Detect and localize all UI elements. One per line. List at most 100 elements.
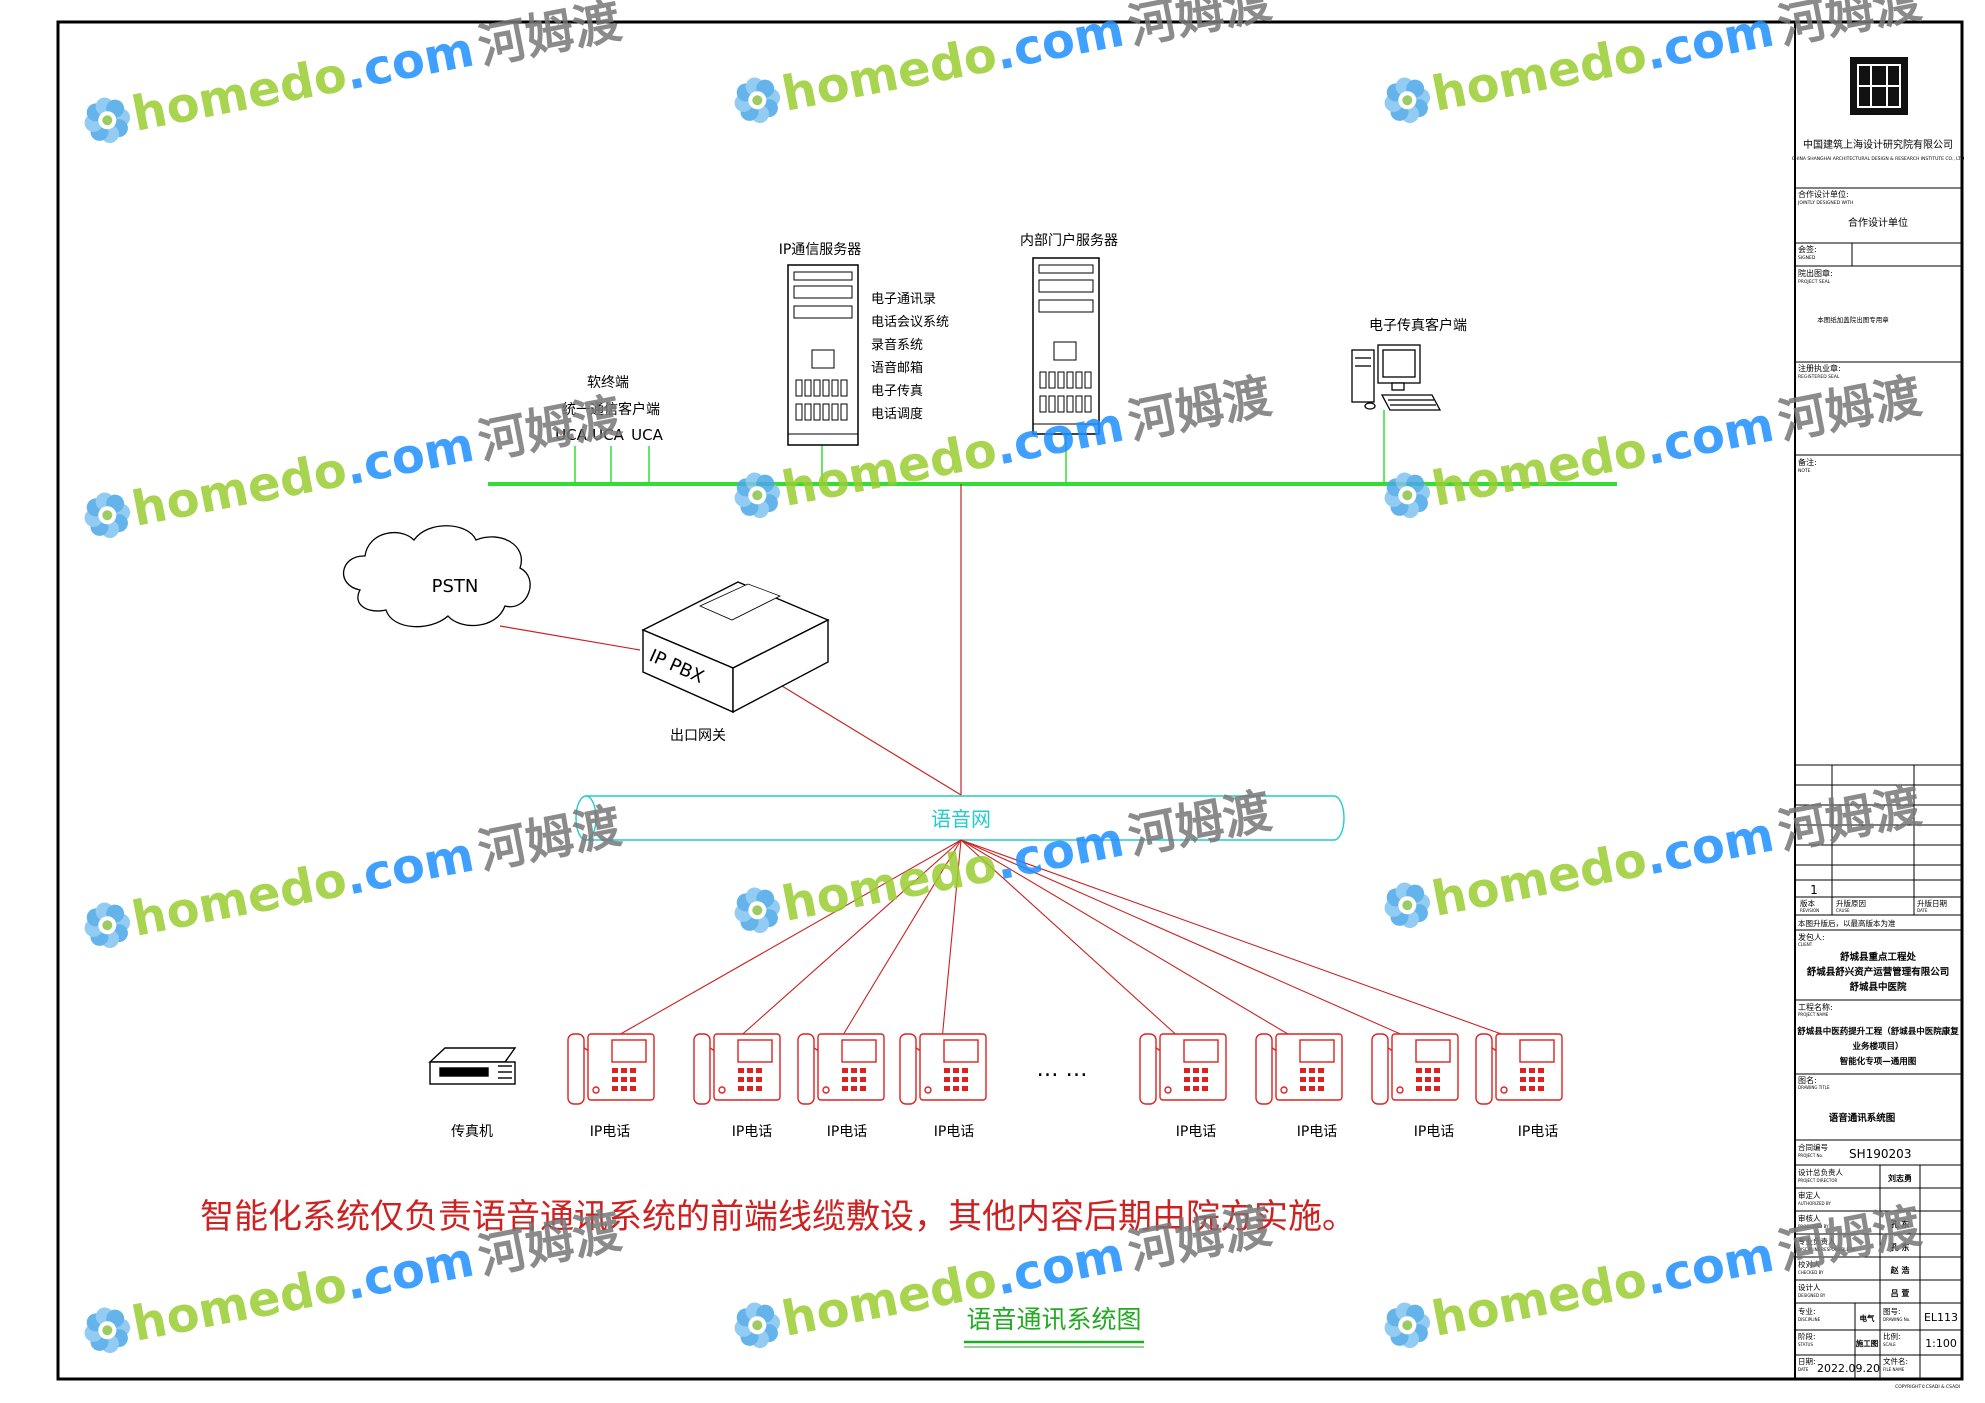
flower-logo-icon <box>1384 77 1431 123</box>
watermark-overlay: homedo.com河姆渡 homedo.com河姆渡 homedo.com河姆渡 h… <box>84 0 1926 1353</box>
uca-label-1: UCA <box>555 426 587 444</box>
phone-label: IP电话 <box>1297 1124 1338 1140</box>
uca-label-3: UCA <box>631 426 663 444</box>
pstn-to-pbx-link <box>499 625 641 651</box>
revision-note: 本图升版后，以最高版本为准 <box>1798 918 1896 928</box>
watermark-text: homedo.com河姆渡 <box>1427 368 1925 518</box>
project-line: 业务楼项目） <box>1852 1041 1903 1052</box>
voice-network-label: 语音网 <box>931 807 991 831</box>
flower-logo-icon <box>1384 472 1431 518</box>
fax-client-computer-icon <box>1351 344 1442 411</box>
role-label: 设计总负责人 <box>1798 1167 1843 1177</box>
project-no-label: 合同编号 <box>1798 1142 1828 1152</box>
jointly-value: 合作设计单位 <box>1848 216 1908 229</box>
role-en: AUTHORIZED BY <box>1798 1201 1831 1206</box>
homedo-watermark: homedo.com河姆渡 <box>1384 778 1926 928</box>
project-seal-label: 院出图章: <box>1798 268 1833 278</box>
role-label: 校对人 <box>1798 1259 1821 1269</box>
phones-ellipsis: … … <box>1037 1057 1088 1082</box>
pbx-caption: 出口网关 <box>670 728 726 744</box>
cause-en: CAUSE <box>1836 908 1850 913</box>
ip-server-function-list: 电子通讯录 电话会议系统 录音系统 语音邮箱 电子传真 电话调度 <box>871 292 949 422</box>
copyright-text: COPYRIGHT©CSADI & CSADI <box>1895 1383 1960 1390</box>
date-label: 日期: <box>1798 1357 1816 1366</box>
project-label: 工程名称: <box>1798 1002 1833 1012</box>
drawing-no-en: DRAWING No. <box>1883 1317 1910 1322</box>
fax-machine-label: 传真机 <box>451 1124 493 1140</box>
watermark-text: homedo.com河姆渡 <box>1427 1198 1925 1348</box>
file-name-en: FILE NAME <box>1883 1367 1905 1372</box>
role-en: CHECKED BY <box>1798 1270 1824 1275</box>
revision-en: REVISION <box>1800 908 1819 913</box>
role-label: 设计人 <box>1798 1282 1821 1292</box>
phone-label: IP电话 <box>934 1124 975 1140</box>
flower-logo-icon <box>1384 882 1431 928</box>
function-item: 录音系统 <box>871 337 923 353</box>
file-name-label: 文件名: <box>1883 1356 1908 1366</box>
project-no-value: SH190203 <box>1849 1147 1911 1161</box>
revision-date-label: 升版日期 <box>1917 898 1947 908</box>
jointly-en: JOINTLY DESIGNED WITH <box>1797 200 1853 206</box>
drawing-name-label: 图名: <box>1798 1075 1817 1085</box>
signed-en: SIGNED <box>1798 255 1816 261</box>
fanout-link <box>960 839 1415 1041</box>
discipline-en: DISCIPLINE <box>1798 1317 1821 1322</box>
homedo-watermark: homedo.com河姆渡 <box>84 388 626 538</box>
flower-logo-icon <box>1384 1302 1431 1348</box>
drawing-name-value: 语音通讯系统图 <box>1829 1112 1896 1124</box>
ip-server-icon <box>787 264 859 446</box>
project-no-en: PROJECT No. <box>1798 1153 1823 1158</box>
role-name: 吕 萱 <box>1891 1288 1910 1298</box>
ip-phone-icon <box>693 1033 781 1105</box>
company-logo <box>1850 57 1908 115</box>
watermark-text: homedo.com河姆渡 <box>777 783 1275 933</box>
flower-logo-icon <box>84 492 131 538</box>
function-item: 电话调度 <box>871 406 923 422</box>
role-en: DESIGNED BY <box>1798 1293 1826 1298</box>
function-item: 电子通讯录 <box>871 292 936 307</box>
phone-labels: IP电话 IP电话 IP电话 IP电话 IP电话 IP电话 IP电话 IP电话 <box>590 1124 1559 1140</box>
flower-logo-icon <box>734 77 781 123</box>
ip-phone-icon <box>1139 1033 1227 1105</box>
homedo-watermark: homedo.com河姆渡 <box>1384 1198 1926 1348</box>
project-en: PROJECT NAME <box>1798 1012 1829 1017</box>
drawing-no-value: EL113 <box>1924 1311 1958 1324</box>
role-name: 赵 浩 <box>1890 1265 1910 1275</box>
cause-label: 升版原因 <box>1836 898 1866 908</box>
project-line: 智能化专项—通用图 <box>1839 1056 1917 1067</box>
role-name: 孔 东 <box>1891 1242 1910 1252</box>
role-name: 孔 东 <box>1891 1219 1910 1229</box>
uc-client-label: 统一通信客户端 <box>562 401 660 418</box>
role-label: 专业负责人 <box>1798 1236 1836 1246</box>
fanout-link <box>735 839 962 1041</box>
fanout-link <box>941 839 962 1041</box>
pstn-cloud-icon: PSTN <box>342 525 531 628</box>
fax-client-title: 电子传真客户端 <box>1369 317 1467 334</box>
scale-en: SCALE <box>1883 1342 1896 1347</box>
client-en: CLIENT <box>1798 942 1813 947</box>
portal-server-icon <box>1032 257 1100 435</box>
project-line: 舒城县中医药提升工程（舒城县中医院康复 <box>1796 1026 1959 1037</box>
role-en: PROCESSED BY <box>1798 1224 1829 1229</box>
ip-phone-icon <box>567 1033 655 1105</box>
ip-phone-icon <box>1255 1033 1343 1105</box>
client-line: 舒城县重点工程处 <box>1840 951 1917 963</box>
ip-phone-icon <box>899 1033 987 1105</box>
flower-logo-icon <box>84 97 131 143</box>
revision-label: 版本 <box>1800 898 1816 908</box>
flower-logo-icon <box>734 887 781 933</box>
project-seal-en: PROJECT SEAL <box>1798 279 1831 285</box>
voice-fanout-links <box>609 839 1519 1041</box>
registered-seal-en: REGISTERED SEAL <box>1798 374 1840 380</box>
homedo-watermark: homedo.com河姆渡 <box>734 783 1276 933</box>
flower-logo-icon <box>734 472 781 518</box>
watermark-text: homedo.com河姆渡 <box>127 388 625 538</box>
watermark-text: homedo.com河姆渡 <box>777 0 1275 123</box>
network-diagram: 软终端 统一通信客户端 UCA UCA UCA IP通信服务器 电子通讯录 电话… <box>200 232 1617 1348</box>
flower-logo-icon <box>84 902 131 948</box>
status-label: 阶段: <box>1798 1331 1816 1341</box>
drawing-name-en: DRAWING TITLE <box>1798 1085 1830 1090</box>
function-item: 语音邮箱 <box>871 360 923 376</box>
ip-phone-icon <box>797 1033 885 1105</box>
uca-label-2: UCA <box>592 426 624 444</box>
